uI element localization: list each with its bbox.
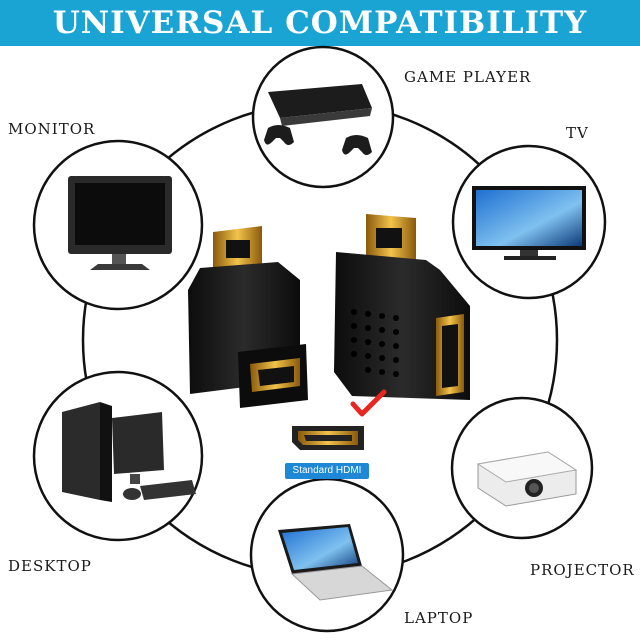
game-player-circle [251, 45, 395, 189]
left-hdmi-adapter [188, 226, 308, 408]
banner-title: UNIVERSAL COMPATIBILITY [52, 5, 588, 41]
controller-icon [264, 125, 294, 145]
right-hdmi-adapter [334, 214, 470, 400]
standard-hdmi-label: Standard HDMI [285, 463, 369, 479]
label-tv: TV [566, 124, 589, 142]
label-projector: PROJECTOR [530, 561, 635, 579]
projector-circle [450, 396, 594, 540]
label-monitor: MONITOR [8, 120, 96, 138]
label-laptop: LAPTOP [404, 609, 474, 627]
check-icon [350, 389, 387, 417]
projector-icon [476, 451, 578, 507]
title-banner: UNIVERSAL COMPATIBILITY [0, 0, 640, 46]
label-game-player: GAME PLAYER [404, 68, 532, 86]
laptop-icon [278, 524, 394, 601]
tv-icon [472, 186, 586, 260]
game-console-icon [268, 84, 372, 118]
label-desktop: DESKTOP [8, 557, 92, 575]
standard-hdmi-port-icon [292, 426, 364, 450]
monitor-circle [32, 139, 204, 311]
laptop-circle [249, 477, 405, 633]
desktop-circle [32, 370, 204, 542]
tv-circle [451, 144, 607, 300]
vent-dots [351, 309, 399, 377]
monitor-icon [68, 176, 172, 270]
desktop-icon [62, 402, 196, 502]
